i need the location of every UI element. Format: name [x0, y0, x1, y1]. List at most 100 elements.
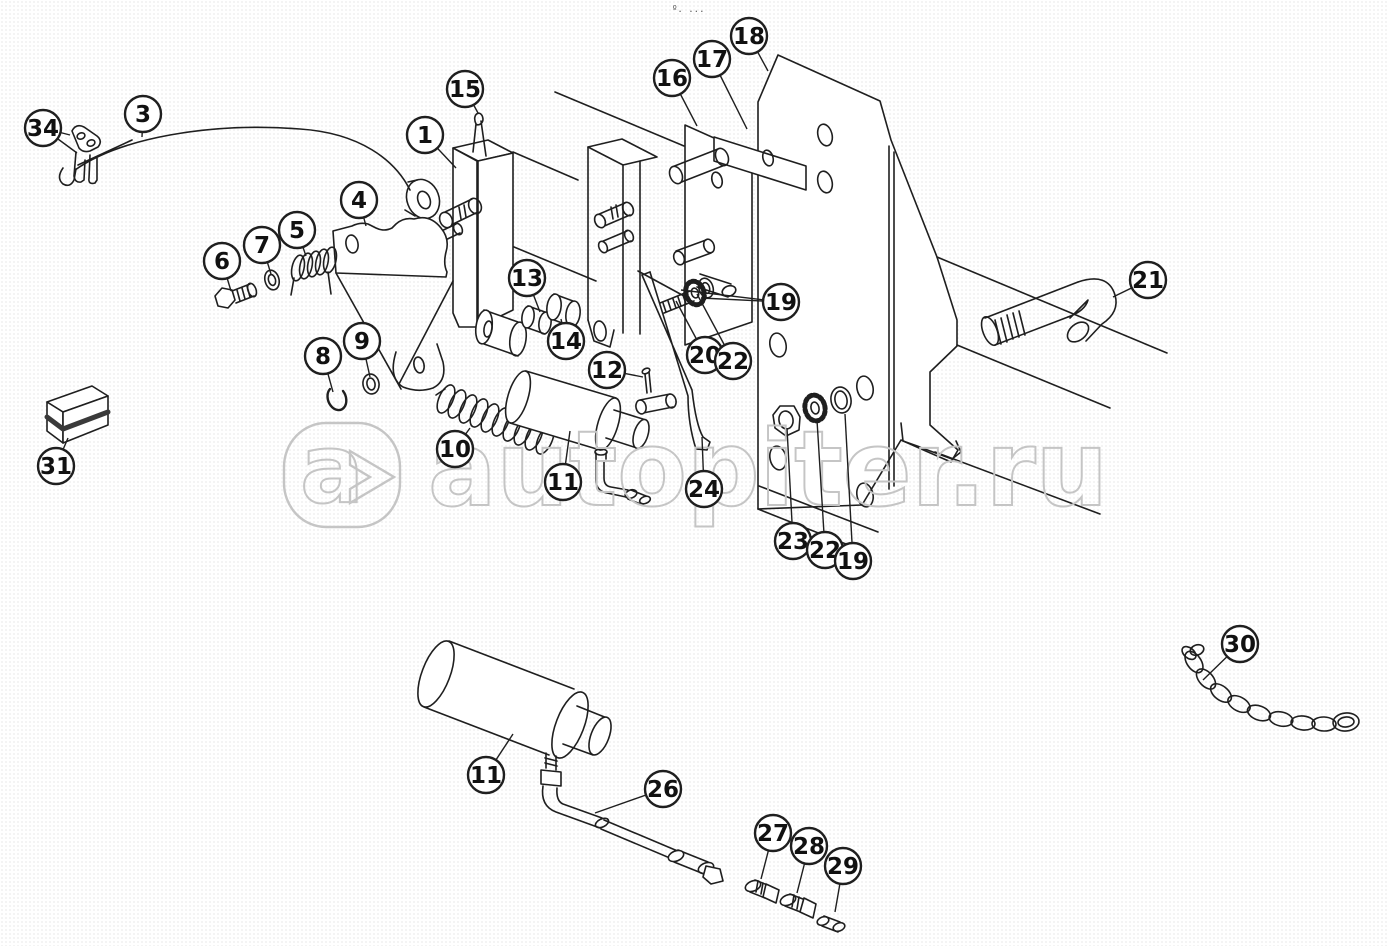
callout-number: 24 — [688, 477, 720, 503]
callout-balloon — [339, 180, 379, 220]
callout-17: 17 — [692, 39, 748, 130]
callout-balloon — [123, 94, 163, 134]
callout-number: 7 — [254, 233, 270, 259]
callout-number: 5 — [289, 218, 305, 244]
callout-balloon — [692, 39, 732, 79]
part-chain-30 — [1181, 643, 1360, 732]
callout-number: 19 — [837, 549, 869, 575]
callout-number: 8 — [315, 344, 331, 370]
callout-15: 15 — [445, 69, 485, 114]
part-clamp-34 — [58, 124, 102, 187]
part-fitting-27 — [744, 879, 780, 904]
callout-number: 19 — [765, 290, 797, 316]
callout-balloon — [277, 210, 317, 250]
callout-8: 8 — [303, 336, 343, 393]
callout-number: 11 — [547, 470, 579, 496]
part-washer-9 — [362, 373, 380, 395]
callout-number: 29 — [827, 854, 859, 880]
callout-3: 3 — [123, 94, 163, 138]
callout-26: 26 — [594, 769, 683, 814]
callout-balloon — [789, 826, 829, 866]
watermark-chevron-icon — [348, 448, 397, 506]
part-ring-19 — [830, 386, 852, 414]
callout-number: 11 — [470, 763, 502, 789]
callout-number: 27 — [757, 821, 789, 847]
callout-number: 4 — [351, 188, 367, 214]
callout-leader-line — [816, 419, 826, 551]
callout-19: 19 — [680, 282, 801, 322]
callout-34: 34 — [23, 108, 78, 154]
part-snap-ring-8 — [326, 387, 348, 412]
callout-11: 11 — [466, 733, 514, 795]
part-pin-lower — [635, 393, 677, 415]
watermark-text: autopiter.ru — [428, 408, 1108, 530]
watermark-logo-letter: a — [300, 415, 364, 525]
part-angle-bracket-1 — [452, 139, 528, 357]
print-mark: º. ... — [672, 5, 705, 15]
callout-number: 30 — [1224, 632, 1256, 658]
part-plug-29 — [816, 915, 846, 933]
callout-balloon — [643, 769, 683, 809]
callout-31: 31 — [36, 437, 76, 486]
callout-9: 9 — [342, 321, 382, 378]
part-u-bolt-21 — [980, 278, 1117, 347]
callout-30: 30 — [1202, 624, 1260, 681]
callout-balloon — [652, 58, 692, 98]
callout-leader-line — [844, 413, 854, 562]
part-block-31 — [44, 385, 111, 444]
part-channel-bracket — [587, 138, 658, 348]
callout-29: 29 — [823, 846, 863, 913]
callout-12: 12 — [587, 350, 644, 390]
callout-balloon — [342, 321, 382, 361]
callout-11: 11 — [543, 430, 583, 502]
callout-balloon — [1128, 260, 1168, 300]
callout-number: 12 — [591, 358, 623, 384]
callout-10: 10 — [435, 427, 475, 469]
callout-balloon — [546, 321, 586, 361]
watermark: a autopiter.ru — [282, 407, 1109, 531]
callout-balloon — [587, 350, 627, 390]
callout-7: 7 — [242, 225, 282, 275]
callout-4: 4 — [339, 180, 379, 227]
callout-number: 31 — [40, 454, 72, 480]
callout-number: 6 — [214, 249, 230, 275]
callout-5: 5 — [277, 210, 317, 257]
part-bar-17 — [713, 136, 807, 191]
callout-28: 28 — [789, 826, 829, 894]
callout-balloon — [1220, 624, 1260, 664]
part-cylinder-11-lower — [417, 640, 612, 759]
callout-1: 1 — [405, 115, 457, 169]
callout-14: 14 — [546, 318, 586, 361]
callout-balloon — [303, 336, 343, 376]
callout-24: 24 — [684, 436, 724, 509]
callout-number: 14 — [550, 329, 582, 355]
callout-number: 34 — [27, 116, 59, 142]
part-hose-26 — [540, 752, 724, 885]
callout-number: 3 — [135, 102, 151, 128]
callout-19: 19 — [833, 413, 873, 581]
callout-number: 28 — [793, 834, 825, 860]
callout-21: 21 — [1112, 260, 1168, 300]
callout-number: 15 — [449, 77, 481, 103]
callout-number: 17 — [696, 47, 728, 73]
callout-number: 16 — [656, 66, 688, 92]
part-washer-7 — [263, 269, 281, 291]
part-spring-5 — [290, 246, 338, 296]
callout-number: 26 — [647, 777, 679, 803]
callout-number: 10 — [439, 437, 471, 463]
watermark-logo-box — [282, 421, 402, 529]
callout-balloon — [823, 846, 863, 886]
callout-number: 22 — [717, 349, 749, 375]
callout-balloon — [405, 115, 445, 155]
callout-balloon — [684, 469, 724, 509]
callout-balloon — [507, 258, 547, 298]
part-cotter-pin-15 — [472, 112, 487, 157]
callout-number: 1 — [417, 123, 433, 149]
callout-balloon — [202, 241, 242, 281]
part-lever-24 — [641, 271, 711, 451]
callout-balloon — [543, 462, 583, 502]
callout-22: 22 — [696, 293, 753, 381]
callout-number: 18 — [733, 24, 765, 50]
